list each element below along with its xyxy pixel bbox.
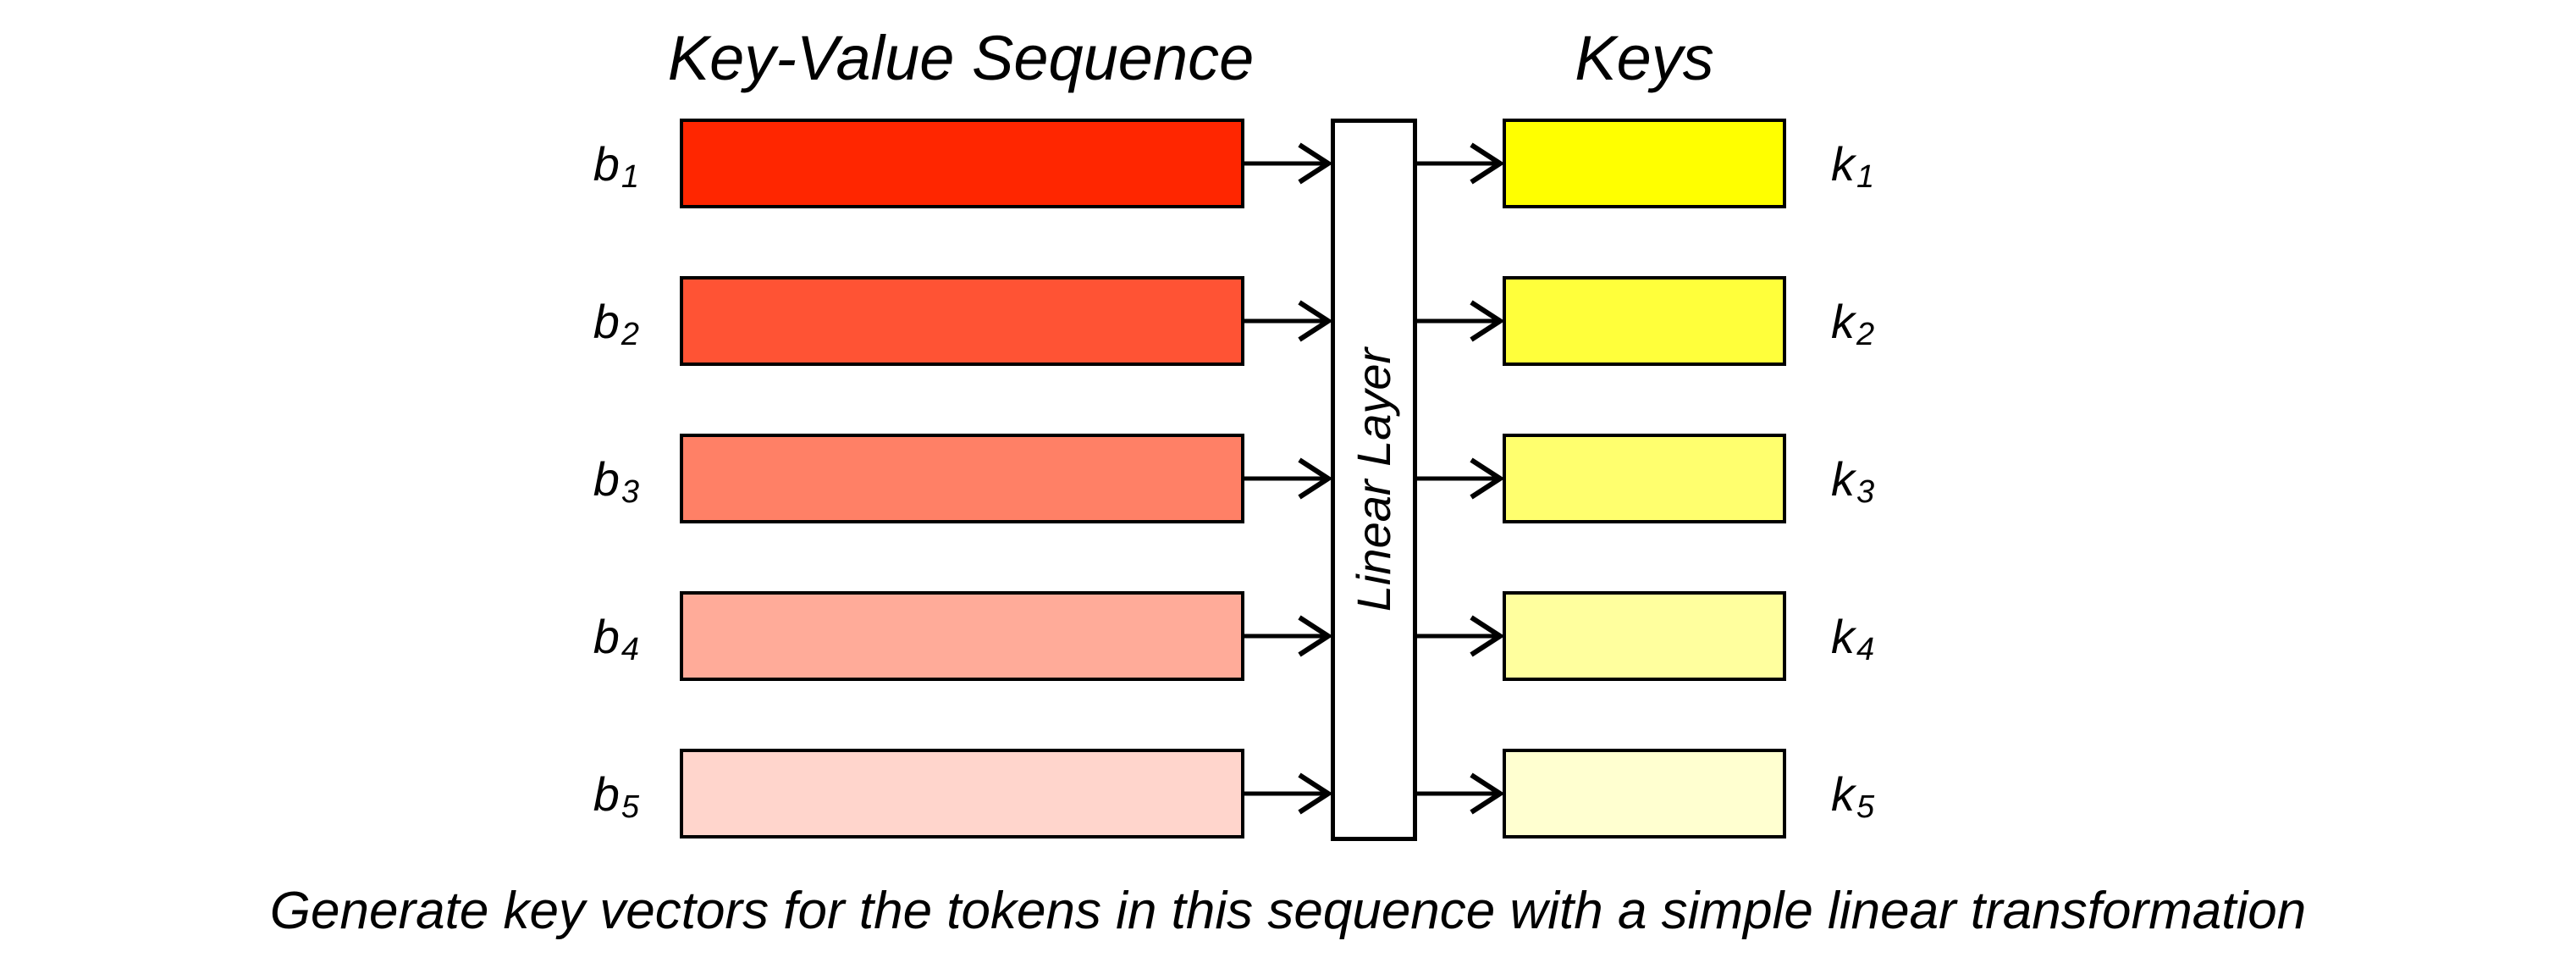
linear-layer-box: Linear Layer [1331,119,1417,841]
label-b3-base: b [593,451,620,506]
arrow-b1-to-linear-layer [1244,138,1331,189]
label-b5-subscript: 5 [621,789,639,825]
label-k5-base: k [1831,767,1855,821]
arrow-right-icon [1417,457,1503,500]
key-vector-k2 [1503,276,1786,366]
arrow-right-icon [1417,142,1503,185]
key-value-vector-b5 [680,749,1244,838]
arrow-right-icon [1244,772,1331,815]
arrow-right-icon [1244,142,1331,185]
arrow-b2-to-linear-layer [1244,296,1331,346]
label-b1-base: b [593,136,620,191]
label-b2-base: b [593,294,620,348]
key-vector-k4 [1503,591,1786,681]
label-b3-subscript: 3 [621,473,639,510]
arrow-right-icon [1417,615,1503,657]
linear-layer-label: Linear Layer [1347,347,1401,612]
key-value-vector-b3 [680,434,1244,523]
arrow-linear-layer-to-k4 [1417,611,1503,661]
title-key-value-sequence: Key-Value Sequence [667,23,1255,93]
label-b4-base: b [593,609,620,663]
label-k3-base: k [1831,451,1855,506]
label-k2-subscript: 2 [1856,316,1875,352]
arrow-b3-to-linear-layer [1244,453,1331,504]
arrow-right-icon [1244,457,1331,500]
label-k1-subscript: 1 [1856,158,1875,195]
label-k1-base: k [1831,136,1855,191]
label-k4-subscript: 4 [1856,631,1875,667]
arrow-b4-to-linear-layer [1244,611,1331,661]
key-vector-k5 [1503,749,1786,838]
arrow-b5-to-linear-layer [1244,768,1331,819]
key-vector-k3 [1503,434,1786,523]
key-value-vector-b2 [680,276,1244,366]
caption: Generate key vectors for the tokens in t… [269,882,2307,940]
label-k5-subscript: 5 [1856,789,1875,825]
title-keys: Keys [1575,23,1714,93]
label-b5-base: b [593,767,620,821]
label-k2-base: k [1831,294,1855,348]
label-b4-subscript: 4 [621,631,639,667]
key-value-vector-b4 [680,591,1244,681]
arrow-right-icon [1417,300,1503,342]
label-b2-subscript: 2 [621,316,639,352]
arrow-right-icon [1244,300,1331,342]
arrow-linear-layer-to-k1 [1417,138,1503,189]
arrow-right-icon [1417,772,1503,815]
label-k3-subscript: 3 [1856,473,1875,510]
arrow-linear-layer-to-k2 [1417,296,1503,346]
arrow-linear-layer-to-k5 [1417,768,1503,819]
key-value-vector-b1 [680,119,1244,208]
arrow-linear-layer-to-k3 [1417,453,1503,504]
label-b1-subscript: 1 [621,158,639,195]
label-k4-base: k [1831,609,1855,663]
key-vector-k1 [1503,119,1786,208]
arrow-right-icon [1244,615,1331,657]
